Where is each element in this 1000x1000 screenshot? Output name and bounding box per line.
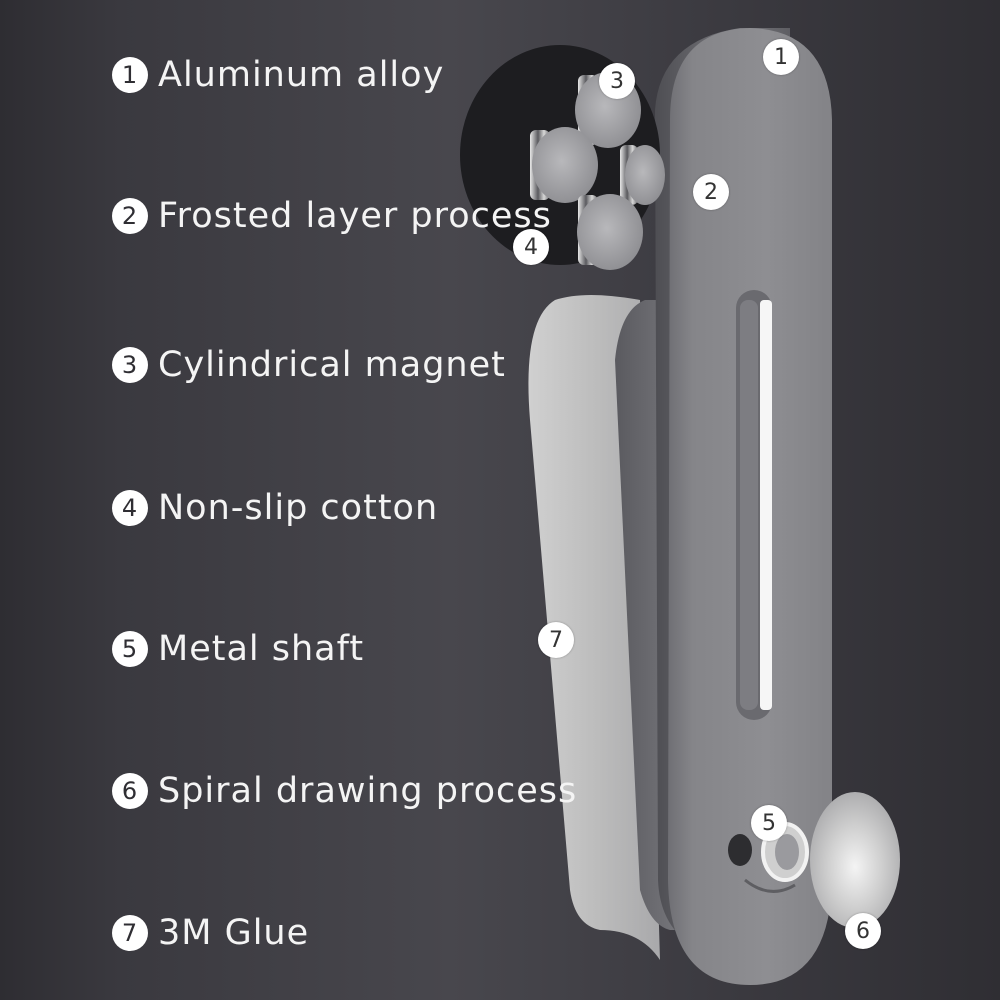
callout-5: 5 [751,805,787,841]
feature-frosted-layer: 2 Frosted layer process [112,196,552,236]
feature-spiral-drawing: 6 Spiral drawing process [112,771,577,811]
number-badge-icon: 6 [112,773,148,809]
number-badge-icon: 3 [112,347,148,383]
number-badge-icon: 7 [112,915,148,951]
number-badge-icon: 1 [112,57,148,93]
feature-aluminum-alloy: 1 Aluminum alloy [112,55,444,95]
feature-label: Frosted layer process [158,196,552,236]
callout-3: 3 [599,63,635,99]
callout-2: 2 [693,174,729,210]
callout-6: 6 [845,913,881,949]
feature-label: 3M Glue [158,913,310,953]
feature-label: Cylindrical magnet [158,345,506,385]
feature-label: Spiral drawing process [158,771,578,811]
feature-metal-shaft: 5 Metal shaft [112,629,364,669]
main-plate [668,28,832,985]
back-bracket [615,300,690,930]
spiral-disc [810,792,900,928]
callout-1: 1 [763,39,799,75]
number-badge-icon: 2 [112,198,148,234]
feature-label: Non-slip cotton [158,488,439,528]
feature-non-slip-cotton: 4 Non-slip cotton [112,488,438,528]
callout-4: 4 [513,229,549,265]
number-badge-icon: 5 [112,631,148,667]
feature-label: Aluminum alloy [158,55,445,95]
callout-7: 7 [538,622,574,658]
magnets [530,72,665,270]
feature-label: Metal shaft [158,629,365,669]
plate-slot [736,290,772,720]
feature-cylindrical-magnet: 3 Cylindrical magnet [112,345,506,385]
feature-3m-glue: 7 3M Glue [112,913,309,953]
number-badge-icon: 4 [112,490,148,526]
